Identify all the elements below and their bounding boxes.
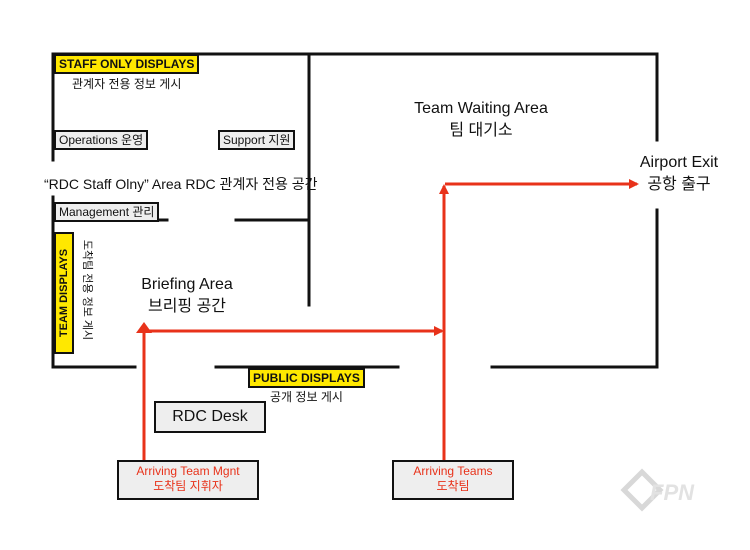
- management-station: Management 관리: [54, 202, 160, 222]
- arriving-teams-ko: 도착팀: [436, 479, 470, 493]
- team-displays-caption-text: 도착팀 전용 정보 게시: [81, 239, 93, 341]
- arriving-team-management-ko: 도착팀 지휘자: [153, 479, 223, 493]
- routes: [142, 179, 639, 460]
- arriving-teams-en: Arriving Teams: [413, 464, 493, 478]
- rdc-desk: RDC Desk: [154, 401, 266, 433]
- public-displays-sign: PUBLIC DISPLAYS: [248, 368, 365, 388]
- operations-station: Operations 운영: [54, 130, 149, 150]
- svg-text:FPN: FPN: [650, 480, 695, 505]
- arriving-team-management-box: Arriving Team Mgnt 도착팀 지휘자: [117, 460, 259, 500]
- team-waiting-area-label-ko: 팀 대기소: [449, 122, 513, 139]
- team-displays-sign: TEAM DISPLAYS: [54, 232, 74, 354]
- rdc-desk-label: RDC Desk: [172, 408, 248, 425]
- airport-exit-label-ko: 공항 출구: [647, 176, 711, 193]
- route-management-arrowhead: [136, 322, 152, 333]
- staff-only-displays-caption: 관계자 전용 정보 게시: [72, 77, 182, 91]
- briefing-area-label-en: Briefing Area: [141, 276, 233, 293]
- team-displays-label: TEAM DISPLAYS: [58, 248, 70, 338]
- public-displays-caption: 공개 정보 게시: [270, 390, 343, 404]
- rdc-staff-area-label: “RDC Staff Olny” Area RDC 관계자 전용 공간: [44, 176, 318, 192]
- airport-exit-label-en: Airport Exit: [639, 154, 719, 171]
- team-waiting-area-label-en: Team Waiting Area: [414, 100, 548, 117]
- support-station: Support 지원: [218, 130, 296, 150]
- briefing-area-label-ko: 브리핑 공간: [147, 298, 227, 315]
- arriving-team-management-en: Arriving Team Mgnt: [136, 464, 240, 478]
- staff-only-displays-sign: STAFF ONLY DISPLAYS: [54, 54, 200, 74]
- arriving-teams-box: Arriving Teams 도착팀: [392, 460, 514, 500]
- fpn-watermark-logo: FPN: [620, 468, 695, 512]
- walls: [51, 52, 659, 369]
